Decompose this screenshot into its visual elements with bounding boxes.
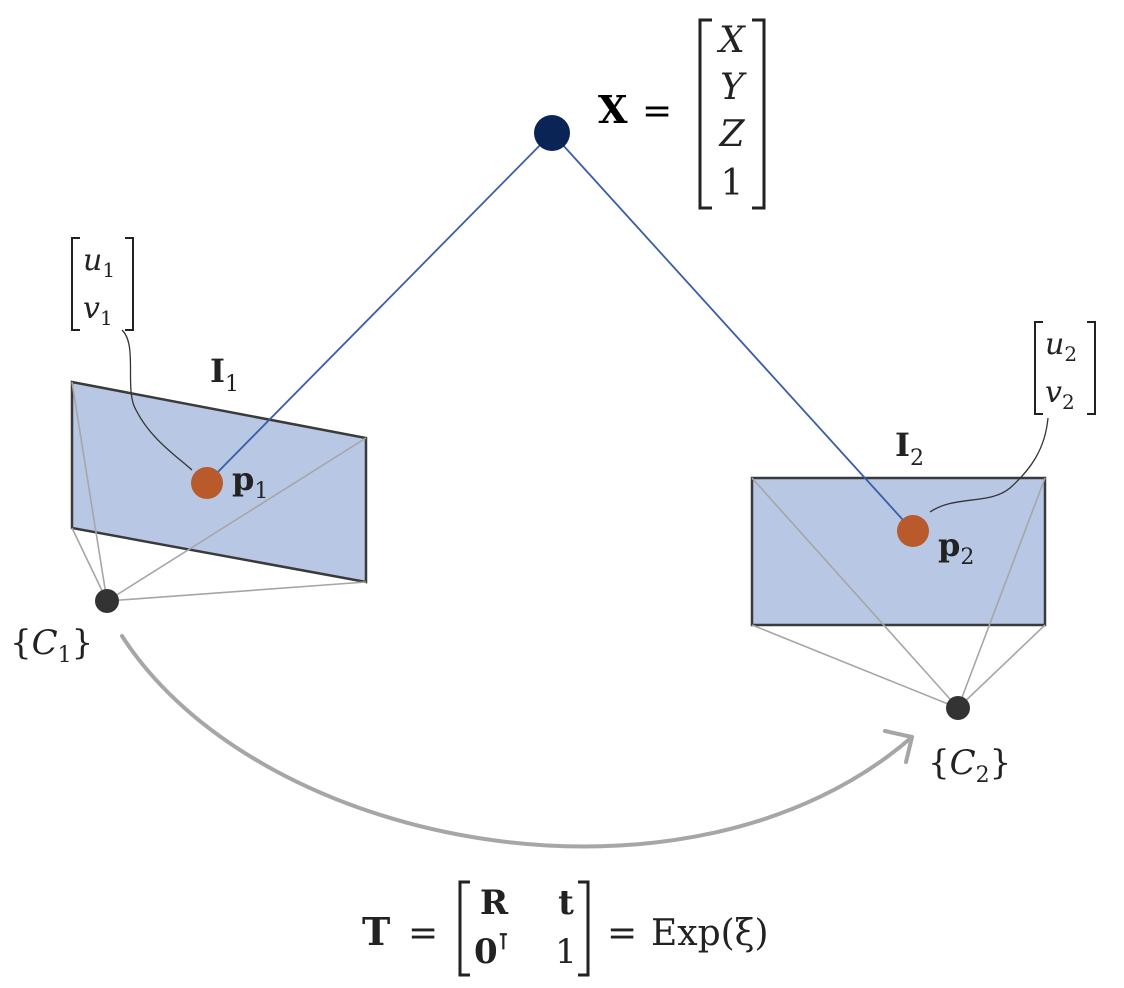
image-1-label: I1 (210, 352, 239, 397)
arrow-head (883, 729, 914, 764)
world-point-label: X = X Y Z 1 (598, 18, 766, 210)
svg-text:u2: u2 (1045, 327, 1077, 366)
camera-1-label: {C1} (10, 623, 93, 668)
ray-to-p1 (206, 132, 553, 484)
leader-coords-1 (121, 329, 193, 471)
projection-1-label: p1 (232, 460, 268, 504)
svg-text:X: X (598, 87, 628, 132)
svg-text:1: 1 (721, 163, 744, 204)
coords-vector-1: u1 v1 (71, 237, 134, 331)
svg-text:v1: v1 (83, 291, 113, 330)
projection-point-2 (897, 515, 929, 547)
world-point (534, 115, 570, 151)
camera-2-label: {C2} (928, 743, 1011, 788)
coords-vector-2: u2 v2 (1034, 321, 1096, 415)
svg-text:u1: u1 (83, 243, 115, 282)
svg-text:=: = (607, 913, 637, 954)
svg-text:v2: v2 (1045, 375, 1075, 414)
frustum-camera-2 (751, 477, 1046, 709)
camera-center-2 (946, 696, 970, 720)
svg-text:1: 1 (555, 932, 577, 972)
image-plane-2 (750, 476, 1047, 627)
svg-text:X: X (716, 20, 746, 61)
svg-text:T: T (362, 909, 390, 954)
projection-2-label: p2 (938, 526, 974, 570)
camera-center-1 (95, 589, 119, 613)
svg-text:R: R (480, 883, 509, 923)
image-2-label: I2 (895, 426, 924, 471)
transform-equation: T = R t 0⊺ 1 = Exp(ξ) (362, 880, 769, 977)
svg-text:=: = (642, 91, 672, 132)
ray-to-p2 (551, 132, 914, 532)
leader-coords-2 (929, 417, 1049, 513)
svg-text:t: t (558, 883, 574, 923)
svg-text:=: = (408, 913, 438, 954)
svg-text:Z: Z (718, 114, 745, 155)
relative-pose-arrow (120, 634, 914, 849)
projection-point-1 (191, 467, 223, 499)
svg-text:Y: Y (720, 67, 747, 108)
svg-text:0⊺: 0⊺ (474, 929, 509, 972)
svg-text:Exp(ξ): Exp(ξ) (651, 913, 769, 954)
frustum-camera-1 (71, 381, 367, 602)
